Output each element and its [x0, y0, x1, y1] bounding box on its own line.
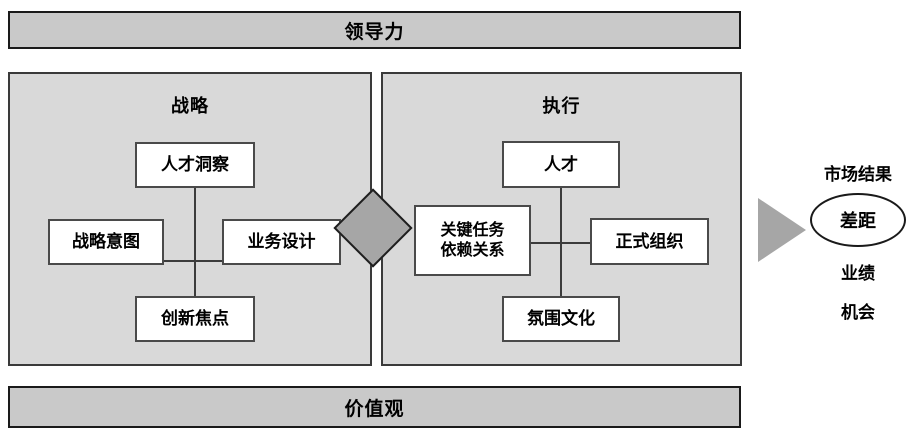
opportunity-label: 机会 [841, 303, 875, 322]
panel-execution: 执行 人才 关键任务 依赖关系 正式组织 氛围文化 [381, 72, 742, 366]
node-business-design-label: 业务设计 [247, 232, 316, 252]
node-key-task-dependency-line2: 依赖关系 [440, 241, 505, 259]
node-strategic-intent[interactable]: 战略意图 [48, 219, 164, 265]
node-formal-organization-label: 正式组织 [615, 231, 684, 251]
panel-strategy-title: 战略 [171, 96, 209, 116]
node-talent[interactable]: 人才 [502, 141, 620, 188]
banner-values-label: 价值观 [344, 398, 405, 420]
banner-leadership: 领导力 [8, 11, 741, 49]
arrow-right-icon [758, 198, 806, 262]
node-business-design[interactable]: 业务设计 [222, 219, 341, 265]
node-talent-label: 人才 [544, 154, 578, 174]
node-strategic-intent-label: 战略意图 [72, 232, 140, 252]
market-results-title: 市场结果 [824, 165, 892, 184]
banner-values: 价值观 [8, 386, 741, 428]
panel-strategy: 战略 人才洞察 战略意图 业务设计 创新焦点 [8, 72, 372, 366]
node-formal-organization[interactable]: 正式组织 [590, 218, 709, 265]
market-results-group: 市场结果 差距 业绩 机会 [800, 160, 916, 323]
node-key-task-dependency-line1: 关键任务 [440, 221, 505, 239]
node-atmosphere-culture[interactable]: 氛围文化 [502, 296, 620, 342]
node-talent-insight[interactable]: 人才洞察 [135, 142, 255, 188]
node-atmosphere-culture-label: 氛围文化 [527, 309, 595, 329]
connector-line-strategy-horizontal [162, 260, 226, 262]
node-innovation-focus[interactable]: 创新焦点 [135, 296, 255, 342]
gap-ellipse: 差距 [810, 193, 906, 247]
connector-line-execution-horizontal [528, 242, 594, 244]
performance-label: 业绩 [841, 264, 875, 283]
node-talent-insight-label: 人才洞察 [161, 155, 229, 175]
banner-leadership-label: 领导力 [344, 21, 405, 43]
connector-line-strategy-vertical [194, 186, 196, 330]
gap-label: 差距 [840, 211, 876, 231]
panel-execution-title: 执行 [542, 96, 581, 116]
node-innovation-focus-label: 创新焦点 [161, 309, 229, 329]
node-key-task-dependency[interactable]: 关键任务 依赖关系 [414, 205, 531, 276]
